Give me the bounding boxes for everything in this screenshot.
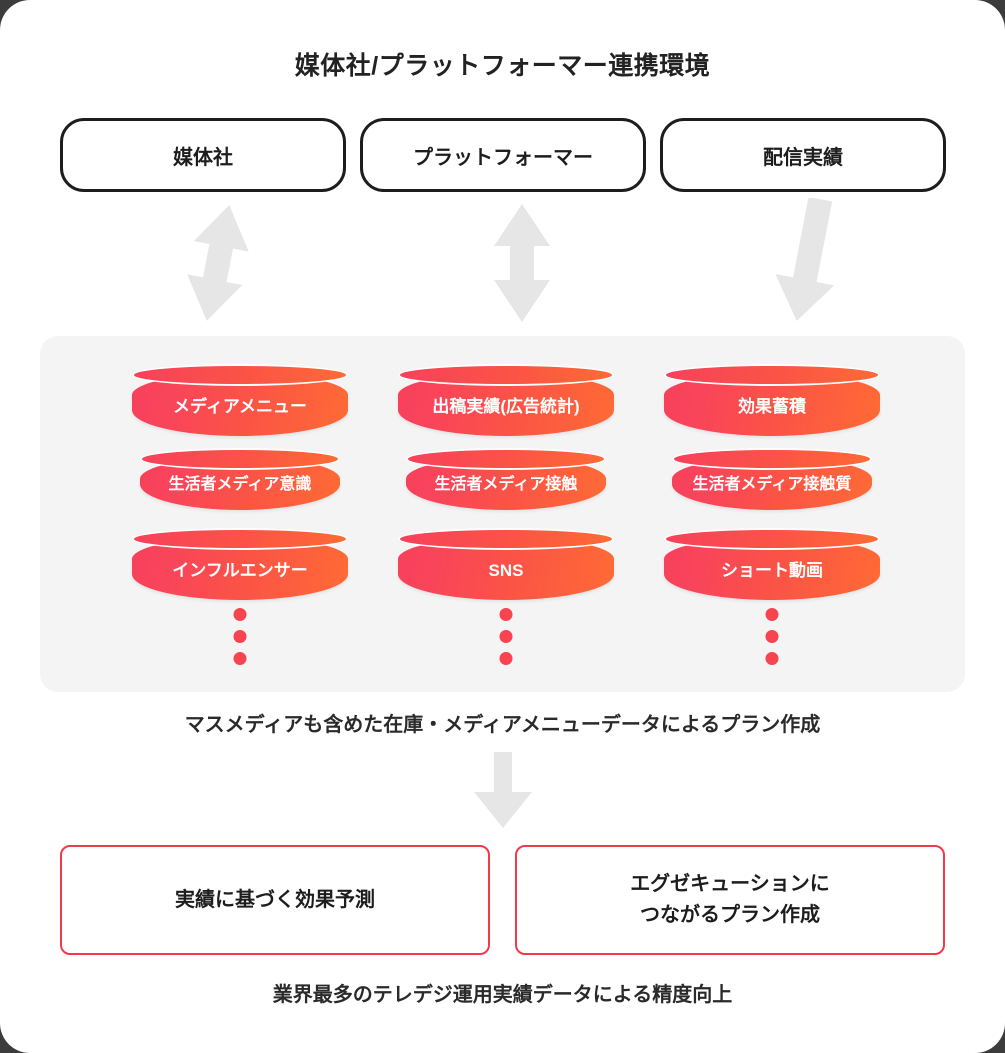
outcome-box-effect-prediction[interactable]: 実績に基づく効果予測 [60,845,490,955]
down-arrow-icon [474,752,532,828]
outcome-box-execution-plan[interactable]: エグゼキューションに つながるプラン作成 [515,845,945,955]
cylinder-label: 出稿実績(広告統計) [432,396,580,416]
data-cylinder[interactable]: 効果蓄積 [664,364,880,436]
data-column: メディアメニュー 生活者メディア意識 インフルエンサー [132,336,348,692]
vertical-ellipsis-icon [233,608,247,665]
cylinder-label: 生活者メディア意識 [168,476,312,493]
outcome-label: 実績に基づく効果予測 [175,888,375,911]
data-cylinder[interactable]: 出稿実績(広告統計) [398,364,614,436]
double-headed-arrow-icon [494,204,550,322]
cylinder-top [132,528,348,550]
cylinder-top [398,364,614,386]
source-pill-media-company[interactable]: 媒体社 [60,118,346,192]
outcome-label: エグゼキューションに つながるプラン作成 [630,873,830,926]
cylinder-label: ショート動画 [721,560,823,580]
source-pill-label: プラットフォーマー [413,146,593,169]
down-arrow-icon [775,198,835,321]
cylinder-top [664,364,880,386]
dot [765,608,779,621]
cylinder-top [398,528,614,550]
source-pill-label: 配信実績 [763,146,843,169]
double-headed-arrow-icon [187,205,249,321]
cylinder-top [672,448,872,470]
dot [765,652,779,665]
dot [233,652,247,665]
dot [499,630,513,643]
source-pill-label: 媒体社 [173,146,233,169]
vertical-ellipsis-icon [765,608,779,665]
dot [233,608,247,621]
dot [765,630,779,643]
data-cylinder[interactable]: ショート動画 [664,528,880,600]
dot [499,652,513,665]
middle-caption: マスメディアも含めた在庫・メディアメニューデータによるプラン作成 [184,714,821,736]
dot [233,630,247,643]
page-title: 媒体社/プラットフォーマー連携環境 [294,52,711,80]
data-cylinder[interactable]: 生活者メディア意識 [140,448,340,510]
data-cylinder[interactable]: SNS [398,528,614,600]
cylinder-label: メディアメニュー [173,396,307,416]
source-pill-delivery-results[interactable]: 配信実績 [660,118,946,192]
data-cylinder[interactable]: 生活者メディア接触 [406,448,606,510]
data-cylinder[interactable]: メディアメニュー [132,364,348,436]
data-cylinder[interactable]: 生活者メディア接触質 [672,448,872,510]
source-pill-platformer[interactable]: プラットフォーマー [360,118,646,192]
dot [499,608,513,621]
cylinder-top [140,448,340,470]
data-sources-panel: メディアメニュー 生活者メディア意識 インフルエンサー [40,336,965,692]
cylinder-label: SNS [488,560,524,580]
cylinder-label: インフルエンサー [172,560,308,580]
data-column: 出稿実績(広告統計) 生活者メディア接触 SNS [398,336,614,692]
cylinder-top [132,364,348,386]
cylinder-top [406,448,606,470]
cylinder-top [664,528,880,550]
cylinder-label: 生活者メディア接触 [434,476,578,493]
cylinder-label: 効果蓄積 [738,396,806,416]
data-column: 効果蓄積 生活者メディア接触質 ショート動画 [664,336,880,692]
vertical-ellipsis-icon [499,608,513,665]
data-cylinder[interactable]: インフルエンサー [132,528,348,600]
cylinder-label: 生活者メディア接触質 [692,476,852,493]
bottom-caption: 業界最多のテレデジ運用実績データによる精度向上 [272,984,733,1006]
